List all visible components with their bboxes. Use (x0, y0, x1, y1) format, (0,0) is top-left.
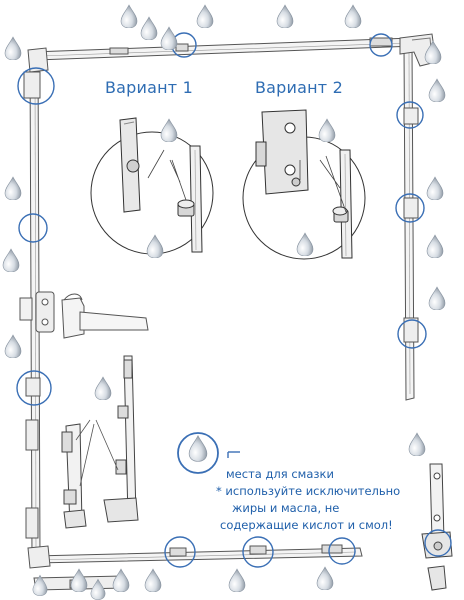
lubricant-drop-icon (316, 566, 334, 590)
lubrication-point-marker (424, 529, 452, 557)
lubrication-point-marker (242, 536, 274, 568)
legend-note-line-2: жиры и масла, не (232, 501, 340, 515)
lubrication-point-marker (164, 536, 196, 568)
legend-title: места для смазки (226, 467, 334, 481)
lubricant-drop-icon (120, 4, 138, 28)
legend-marker-circle (177, 432, 219, 474)
detail-variant-1 (90, 117, 214, 255)
lubricant-drop-icon (4, 176, 22, 200)
lubrication-point-marker (369, 33, 393, 57)
lubrication-point-marker (396, 101, 424, 129)
lubricant-drop-icon (2, 248, 20, 272)
hinge-assembly (421, 463, 453, 591)
window-frame-profile (23, 33, 437, 591)
lubricant-drop-icon (70, 568, 88, 592)
lubricant-drop-icon (196, 4, 214, 28)
lubricant-drop-icon (228, 568, 246, 592)
detail-variant-2 (242, 109, 366, 260)
lubrication-point-marker (328, 537, 356, 565)
lubrication-point-marker (397, 319, 427, 349)
window-handle (19, 291, 149, 339)
lubricant-drop-icon (276, 4, 294, 28)
lubrication-point-markers (16, 32, 452, 568)
lubricant-drop-icon (428, 78, 446, 102)
lubricant-drop-icon (344, 4, 362, 28)
lubricant-drop-icon (318, 118, 336, 142)
lubrication-point-marker (16, 370, 52, 406)
lubrication-point-marker (18, 213, 48, 243)
lubricant-drop-icon (160, 26, 178, 50)
lubricant-drop-icon (188, 435, 208, 462)
espagnolette-parts (61, 355, 139, 529)
lubricant-drop-icon (94, 376, 112, 400)
variant-1-label: Вариант 1 (105, 78, 193, 97)
lubricant-drop-icon (426, 176, 444, 200)
lubricant-drop-icon (140, 16, 158, 40)
legend-note-line-3: содержащие кислот и смол! (220, 518, 393, 532)
legend-note-line-1: * используйте исключительно (216, 484, 401, 498)
variant-2-label: Вариант 2 (255, 78, 343, 97)
lubricant-drop-icon (144, 568, 162, 592)
lubricant-drop-icon (428, 286, 446, 310)
lubricant-drop-icon (160, 118, 178, 142)
lubrication-point-marker (395, 193, 425, 223)
lubricant-drop-icon (112, 568, 130, 592)
lubricant-drop-icon (4, 334, 22, 358)
lubrication-point-marker (17, 67, 55, 105)
lubricant-drop-icon (408, 432, 426, 456)
lubricant-drop-icon (426, 234, 444, 258)
lubricant-drop-icon (4, 36, 22, 60)
